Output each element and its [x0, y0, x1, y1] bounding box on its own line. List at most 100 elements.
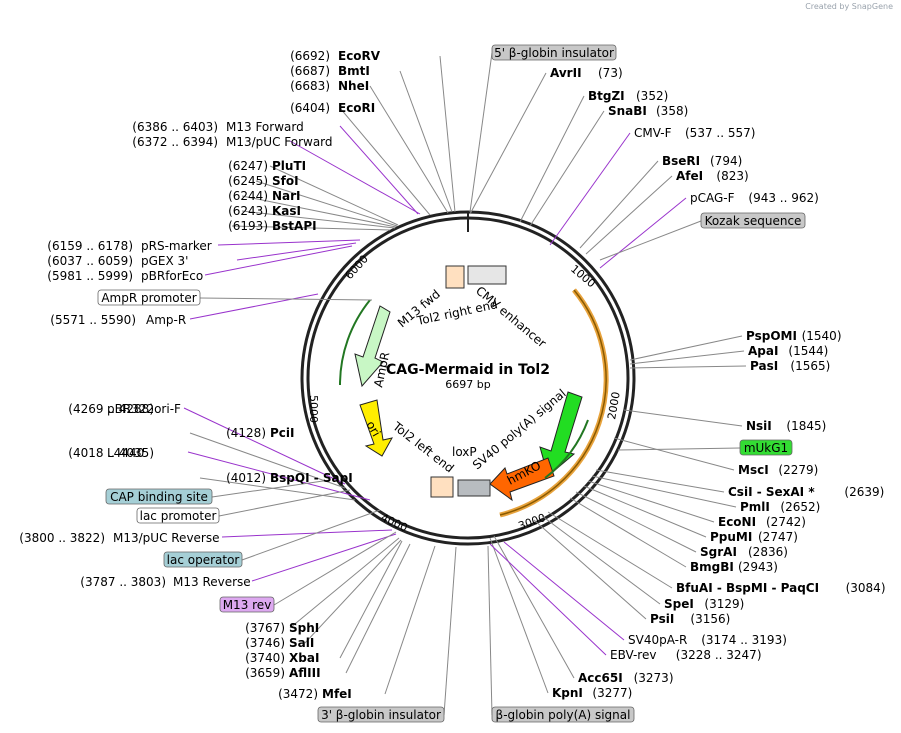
primer-pbr322ori-f-leader [183, 407, 346, 485]
cmv-enhancer-box [467, 265, 507, 285]
enzyme-mfei-pos: (3472) [278, 687, 318, 701]
enzyme-sphi-label: SphI [289, 621, 319, 635]
primer-m13-reverse-range: (3787 .. 3803) [80, 575, 166, 589]
primer-cmv-f-label: CMV-F [634, 126, 672, 140]
primer-sv40pa-r-range: (3174 .. 3193) [701, 633, 787, 647]
enzyme-apai-leader [629, 350, 745, 365]
enzyme-bspqi-sapi-pos: (4012) [226, 471, 266, 485]
enzyme-csii-sexai-pos: (2639) [844, 485, 884, 499]
enzyme-bmti-leader [399, 70, 453, 213]
primer-m13-reverse-leader [251, 533, 397, 582]
feature-box-cap-binding-site [105, 488, 213, 505]
enzyme-bmti-pos: (6687) [290, 64, 330, 78]
tol2-right-end-box [445, 265, 465, 289]
enzyme-nsii-leader [623, 409, 743, 427]
enzyme-sgrai-pos: (2836) [748, 545, 788, 559]
enzyme-nhei-pos: (6683) [290, 79, 330, 93]
enzyme-nsii-label: NsiI [746, 419, 772, 433]
primer-ebv-rev-leader [489, 543, 607, 656]
feature-box-lac-operator [163, 551, 243, 568]
enzyme-btgzi-pos: (352) [636, 89, 668, 103]
enzyme-nhei-leader [369, 85, 449, 214]
enzyme-ecori-label: EcoRI [338, 101, 375, 115]
enzyme-afliii-leader [345, 543, 411, 674]
primer-sv40pa-r-leader [503, 541, 625, 641]
enzyme-bseri-pos: (794) [710, 154, 742, 168]
feature-box-lac-operator-leader [241, 509, 381, 561]
enzyme-pasi-leader [629, 365, 747, 369]
tick-6000: 6000 [343, 253, 371, 283]
primer-prs-marker-leader [217, 239, 361, 246]
primer-pbrforeco-range: (5981 .. 5999) [47, 269, 133, 283]
enzyme-bfuai-bspmi-paqci-pos: (3084) [846, 581, 886, 595]
ori-arrow [359, 399, 393, 457]
enzyme-pluti-leader [269, 165, 399, 226]
enzyme-snabi-leader [529, 110, 605, 227]
feature-box-3-globin-insulator-label: 3' β-globin insulator [321, 708, 441, 722]
enzyme-snabi-pos: (358) [656, 104, 688, 118]
feature-box-globin-poly-a-signal-label: β-globin poly(A) signal [496, 708, 631, 722]
enzyme-avrii-label: AvrII [550, 66, 582, 80]
enzyme-nsii-pos: (1845) [786, 419, 826, 433]
enzyme-afei-pos: (823) [716, 169, 748, 183]
snapgene-credit: Created by SnapGene [805, 2, 893, 11]
enzyme-pluti-pos: (6247) [228, 159, 268, 173]
feature-box-mukg1-label: mUkG1 [744, 441, 788, 455]
enzyme-econi-pos: (2742) [766, 515, 806, 529]
enzyme-avrii-leader [469, 72, 547, 215]
enzyme-csii-sexai-label: CsiI - SexAI * [728, 485, 815, 499]
feature-box-5-globin-insulator-label: 5' β-globin insulator [494, 46, 614, 60]
enzyme-sfoi-pos: (6245) [228, 174, 268, 188]
feature-box-mukg1 [739, 439, 793, 456]
enzyme-bstapi-leader [231, 225, 391, 231]
feature-box-5-globin-insulator [491, 44, 617, 61]
enzyme-ecorv-leader [439, 55, 456, 213]
inner-label-loxp: loxP [452, 445, 477, 459]
enzyme-snabi-label: SnaBI [608, 104, 647, 118]
enzyme-ppumi-pos: (2747) [758, 530, 798, 544]
feature-box-lac-operator-label: lac operator [167, 553, 240, 567]
enzyme-pcii-pos: (4128) [226, 426, 266, 440]
ampr-arrow [354, 305, 391, 388]
feature-box-m13-rev [219, 596, 275, 613]
feature-box-m13-rev-leader [273, 531, 397, 606]
enzyme-afei-leader [585, 175, 673, 255]
enzyme-ecori-pos: (6404) [290, 101, 330, 115]
inner-label-cmv-enhancer: CMV enhancer [473, 284, 549, 351]
inner-label-ori: ori [363, 419, 383, 440]
dark-green-arc-right [544, 419, 589, 479]
enzyme-sali-pos: (3746) [245, 636, 285, 650]
enzyme-spei-leader [541, 515, 661, 605]
tick-4000: 4000 [379, 511, 410, 535]
enzyme-sphi-leader [289, 537, 400, 629]
primer-m13-puc-forward-label: M13/pUC Forward [226, 135, 333, 149]
enzyme-afliii-label: AflIII [289, 666, 321, 680]
primer-amp-r-leader [189, 293, 319, 320]
enzyme-xbai-pos: (3740) [245, 651, 285, 665]
enzyme-sfoi-leader [255, 180, 398, 227]
plasmid-name: CAG-Mermaid in Tol2 [386, 362, 550, 378]
primer-pbrforeco-label: pBRforEco [141, 269, 203, 283]
enzyme-pasi-label: PasI [750, 359, 778, 373]
enzyme-kasi-pos: (6243) [228, 204, 268, 218]
enzyme-spei-label: SpeI [664, 597, 694, 611]
enzyme-nhei-label: NheI [338, 79, 369, 93]
primer-m13-puc-reverse-range: (3800 .. 3822) [19, 531, 105, 545]
enzyme-psii-leader [533, 519, 647, 620]
primer-l4440-label: L4440 [107, 446, 144, 460]
enzyme-econi-label: EcoNI [718, 515, 756, 529]
enzyme-pmli-leader [591, 475, 737, 508]
feature-box-5-globin-insulator-leader [469, 52, 493, 213]
enzyme-bspqi-sapi-leader [199, 477, 356, 501]
primer-prs-marker-label: pRS-marker [141, 239, 212, 253]
feature-box-lac-promoter-leader [218, 489, 351, 517]
enzyme-xbai-leader [339, 540, 403, 659]
primer-l4440-range: (4018 .. 4035) [68, 446, 154, 460]
primer-pbrforeco-leader [204, 245, 353, 276]
feature-box-globin-poly-a-signal [491, 706, 635, 723]
enzyme-psii-label: PsiI [650, 612, 674, 626]
tick-5000: 5000 [307, 395, 320, 423]
enzyme-msci-leader [613, 437, 735, 471]
enzyme-ecori-leader [339, 107, 431, 216]
